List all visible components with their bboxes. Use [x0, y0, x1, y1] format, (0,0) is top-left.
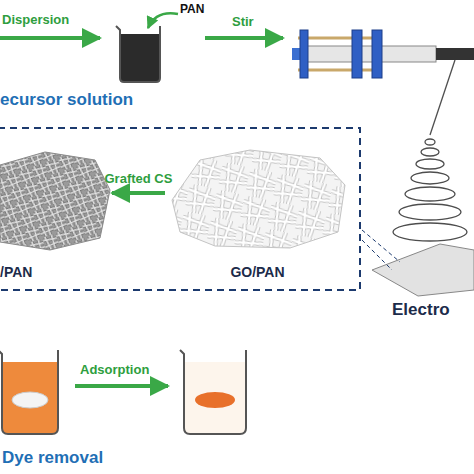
step-label: Electro: [392, 300, 450, 320]
process-arrow: [0, 36, 100, 40]
dashed-frame: [0, 128, 360, 290]
leader-line: [362, 230, 400, 270]
collector-plate: [372, 244, 474, 296]
rod: [298, 37, 380, 40]
clamp: [372, 30, 382, 78]
process-arrow: [75, 384, 168, 388]
jet-spiral: [393, 60, 467, 241]
step-label: Stir: [232, 14, 254, 29]
membrane: [12, 392, 48, 408]
process-arrow: [112, 191, 165, 195]
step-label: Dispersion: [2, 12, 69, 27]
membrane: [195, 392, 235, 408]
fiber-mat: [0, 152, 110, 250]
fiber-mat: [172, 150, 345, 248]
clamp: [300, 30, 308, 78]
clean-solution: [184, 362, 246, 434]
sample-label: /PAN: [0, 264, 32, 280]
sample-label: GO/PAN: [230, 264, 284, 280]
needle: [436, 48, 474, 60]
beaker: [116, 26, 160, 82]
fiber-mat-node: /PAN: [0, 150, 112, 280]
dye-solution: [2, 362, 58, 434]
syringe: [306, 46, 436, 62]
step-label: PAN: [180, 2, 204, 16]
fiber-mat-node: GO/PAN: [165, 145, 350, 280]
beaker: [180, 350, 246, 434]
rod: [298, 69, 380, 72]
process-arrow: [148, 13, 178, 28]
step-label: ecursor solution: [0, 90, 133, 110]
process-arrow: [205, 36, 283, 40]
arrow-label: Grafted CS: [105, 171, 173, 186]
clamp: [352, 30, 362, 78]
solution: [120, 34, 160, 82]
step-label: Adsorption: [80, 362, 149, 377]
step-label: Dye removal: [2, 448, 103, 468]
beaker: [0, 350, 58, 434]
